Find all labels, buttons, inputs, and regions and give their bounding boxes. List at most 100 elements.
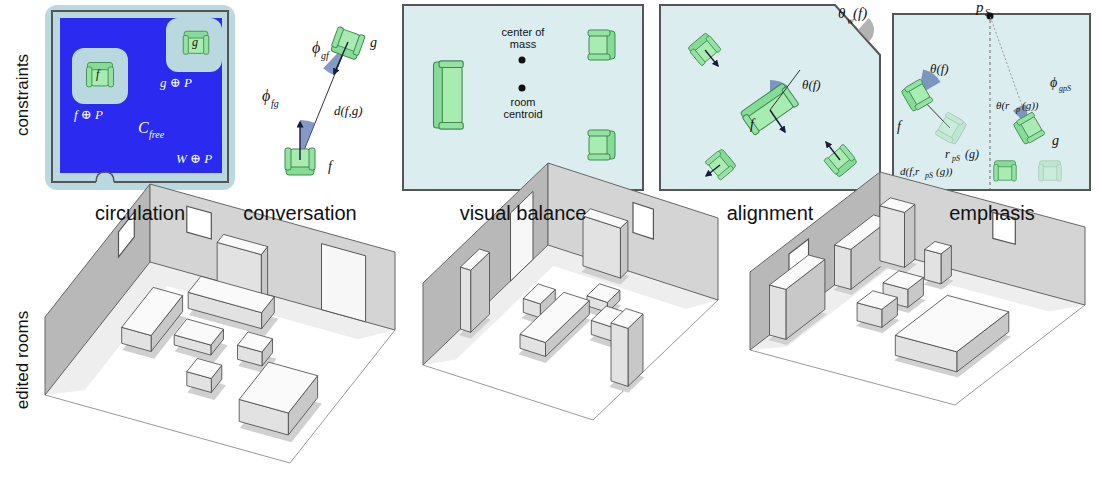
math-label: pS — [925, 172, 933, 180]
chair-arm — [781, 86, 799, 107]
furniture-side — [620, 221, 628, 278]
furniture-top — [239, 362, 317, 413]
math-label: g — [1052, 134, 1059, 148]
chair-arm — [705, 35, 721, 53]
furniture-top — [583, 209, 628, 228]
math-label: pS — [952, 155, 960, 163]
panel-caption: visual balance — [460, 203, 587, 223]
room-render — [45, 184, 395, 463]
chair-arm — [183, 36, 188, 55]
conversation-panel — [285, 26, 365, 175]
panel-caption: circulation — [95, 203, 185, 223]
window — [187, 206, 212, 239]
math-label: f ⊕ P — [74, 108, 103, 121]
furniture-top — [880, 198, 915, 213]
math-label: θ(f) — [802, 78, 821, 91]
math-label: S — [985, 8, 990, 18]
panel-caption: emphasis — [949, 203, 1035, 223]
distance-line — [300, 42, 348, 160]
chair-arm — [717, 165, 734, 180]
door-gap — [96, 172, 114, 182]
math-label: (g) — [965, 148, 979, 160]
angle-wedge — [858, 18, 874, 42]
furniture-block — [187, 358, 226, 400]
furniture-top — [461, 249, 490, 270]
math-label: (g)) — [936, 166, 953, 177]
chair-arm — [824, 157, 840, 175]
centroid-dot — [519, 85, 526, 92]
math-label: C — [138, 120, 149, 136]
math-label: gpS — [1059, 85, 1071, 93]
math-label: g — [192, 36, 198, 48]
furniture-top — [883, 271, 923, 290]
chair-arm — [839, 144, 855, 162]
furniture-top — [895, 295, 1009, 352]
furniture-side — [925, 250, 941, 284]
math-label: w — [847, 16, 854, 26]
room-outline — [660, 5, 880, 190]
chair-arm — [1026, 130, 1045, 144]
chair-arm — [331, 26, 344, 48]
armchair — [824, 144, 858, 178]
chair-back — [434, 62, 443, 128]
furniture-block — [609, 309, 644, 393]
armchair — [588, 30, 615, 60]
math-label: free — [149, 130, 164, 140]
furniture-side — [880, 206, 905, 268]
math-label: ϕ — [262, 88, 270, 104]
furniture-side — [611, 323, 628, 387]
furniture-top — [122, 287, 183, 335]
chair-arm — [87, 67, 92, 87]
chair-arm — [904, 79, 923, 93]
math-label: (g)) — [1022, 100, 1039, 111]
math-label: gf — [321, 51, 329, 61]
row-header: constraints — [14, 54, 31, 136]
back-wall — [880, 172, 1085, 305]
annotation-note: room centroid — [493, 96, 553, 120]
chair-back — [688, 33, 711, 54]
furniture-block — [768, 255, 827, 345]
armchair — [87, 63, 114, 87]
alignment-panel — [660, 5, 880, 190]
direction-arrow — [706, 165, 720, 176]
chair-arm — [914, 97, 933, 111]
chair-seat — [440, 66, 462, 123]
chair-arm — [1012, 165, 1017, 182]
room-outline — [403, 5, 643, 190]
math-label: d(f,r — [900, 166, 919, 177]
armchair — [935, 112, 968, 146]
furniture-side — [905, 204, 915, 267]
chair-seat — [1043, 165, 1058, 180]
furniture-block — [239, 362, 322, 442]
furniture-top — [174, 319, 223, 345]
furniture-side — [461, 267, 471, 332]
armchair — [588, 130, 615, 160]
axis-line — [770, 70, 800, 110]
circulation-panel — [45, 5, 235, 190]
furniture-top — [217, 234, 267, 254]
math-label: fg — [271, 99, 279, 109]
window — [633, 203, 653, 240]
chair-arm — [1057, 165, 1062, 182]
armchair — [183, 31, 209, 54]
annotation-note: center of mass — [493, 26, 553, 50]
math-label: p — [976, 0, 984, 15]
direction-arrow — [705, 50, 718, 66]
math-label: f — [897, 120, 901, 134]
math-label: θ(r — [996, 100, 1009, 111]
chair-seat — [998, 165, 1013, 180]
chair-seat — [91, 68, 109, 86]
math-label: p — [1016, 106, 1020, 114]
focal-line — [990, 16, 1030, 128]
furniture-top — [187, 358, 222, 378]
furniture-top — [520, 292, 589, 342]
math-label: W ⊕ P — [176, 152, 212, 165]
chair-arm — [204, 36, 209, 55]
direction-arrow — [299, 122, 300, 160]
furniture-top — [188, 276, 274, 312]
armchair — [901, 79, 934, 113]
chair-arm — [588, 30, 610, 36]
furniture-block — [518, 292, 590, 363]
furniture-block — [894, 295, 1011, 377]
furniture-top — [238, 332, 273, 352]
